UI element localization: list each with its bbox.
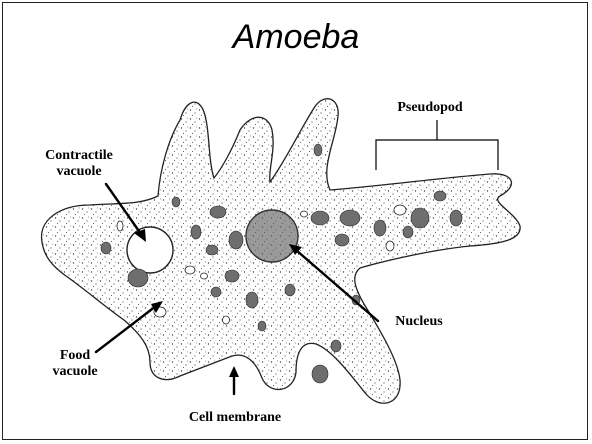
label-contractile-vacuole: Contractile vacuole xyxy=(24,148,134,180)
label-nucleus: Nucleus xyxy=(384,314,454,330)
label-cell-membrane: Cell membrane xyxy=(172,410,298,426)
label-contractile-line1: Contractile xyxy=(24,148,134,164)
label-contractile-line2: vacuole xyxy=(24,164,134,180)
pseudopod-bracket xyxy=(376,120,498,170)
label-pseudopod: Pseudopod xyxy=(380,100,480,116)
label-food-line1: Food xyxy=(40,348,110,364)
label-food-line2: vacuole xyxy=(40,364,110,380)
label-food-vacuole: Food vacuole xyxy=(40,348,110,380)
contractile-vacuole xyxy=(127,227,173,273)
